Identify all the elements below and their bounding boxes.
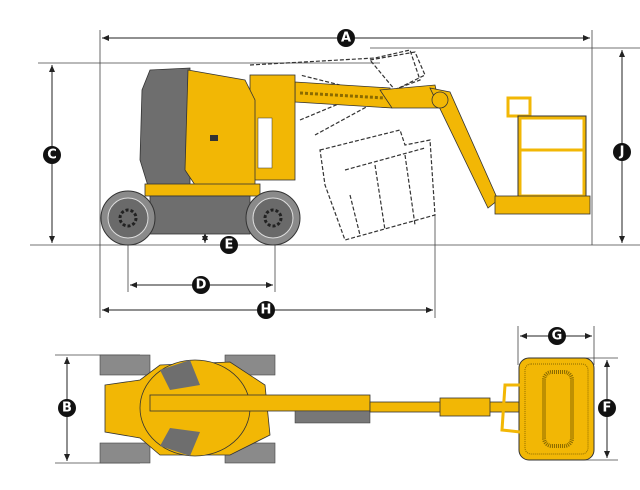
turret-cover <box>184 69 256 186</box>
label-F: F <box>598 399 616 417</box>
counterweight <box>139 67 191 187</box>
label-J: J <box>613 143 631 161</box>
svg-text:C: C <box>47 148 57 163</box>
svg-text:J: J <box>619 145 625 160</box>
boom-top <box>149 394 371 412</box>
top-view <box>99 354 595 464</box>
side-view <box>100 49 591 246</box>
mast <box>249 74 296 181</box>
front-wheel <box>245 190 301 246</box>
rear-wheel <box>100 190 156 246</box>
main-boom <box>294 81 393 109</box>
svg-text:F: F <box>603 401 612 416</box>
label-G: G <box>548 327 566 345</box>
label-E: E <box>220 236 238 254</box>
svg-text:H: H <box>261 303 272 318</box>
platform <box>494 96 591 215</box>
svg-text:A: A <box>341 31 351 46</box>
svg-text:D: D <box>196 278 207 293</box>
label-C: C <box>43 146 61 164</box>
chassis <box>149 195 251 235</box>
label-D: D <box>192 276 210 294</box>
label-H: H <box>257 301 275 319</box>
label-A: A <box>337 29 355 47</box>
svg-text:G: G <box>552 329 563 344</box>
svg-text:E: E <box>225 238 234 253</box>
label-B: B <box>58 399 76 417</box>
platform-top <box>500 357 595 461</box>
svg-text:B: B <box>62 401 72 416</box>
